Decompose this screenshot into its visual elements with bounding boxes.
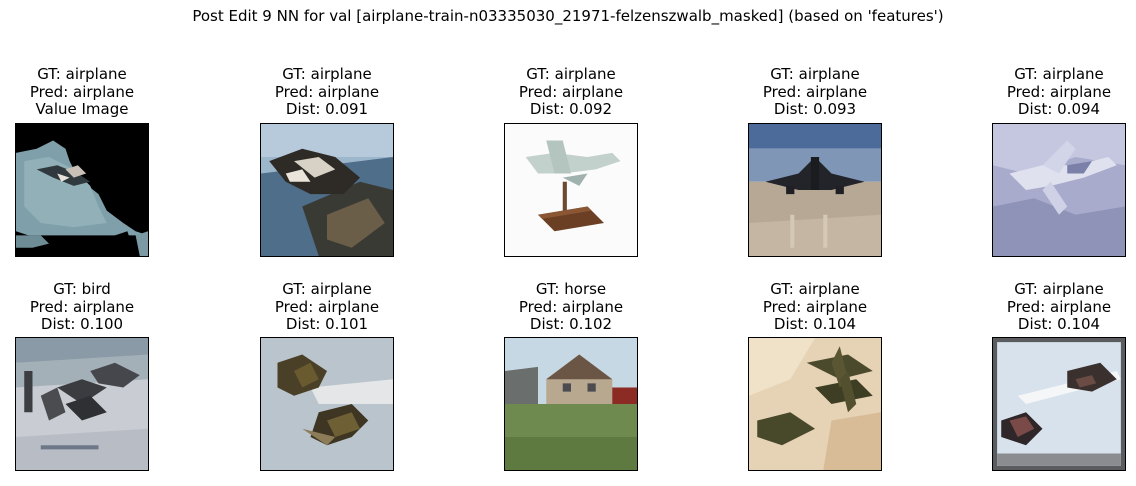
dist-label: Dist: 0.104 (1017, 315, 1101, 333)
dist-label: Dist: 0.100 (40, 315, 124, 333)
pred-label: Pred: airplane (762, 82, 868, 101)
gt-label: GT: horse (535, 280, 607, 298)
gt-label: GT: airplane (1014, 65, 1104, 83)
thumbnail-image (748, 123, 882, 257)
pred-label: Pred: airplane (518, 82, 624, 101)
pred-label: Pred: airplane (518, 297, 624, 316)
gt-label: GT: airplane (282, 65, 372, 83)
thumbnail-image (504, 337, 638, 471)
thumbnail-image (15, 123, 149, 257)
panel-title: GT: airplane Pred: airplane Value Image (0, 65, 182, 119)
pred-label: Pred: airplane (274, 82, 380, 101)
gt-label: GT: airplane (526, 65, 616, 83)
panel-title: GT: airplane Pred: airplane Dist: 0.091 (227, 65, 427, 119)
thumbnail-image (504, 123, 638, 257)
panel-title: GT: airplane Pred: airplane Dist: 0.092 (471, 65, 671, 119)
pred-label: Pred: airplane (274, 297, 380, 316)
panel-title: GT: bird Pred: airplane Dist: 0.100 (0, 280, 182, 334)
pred-label: Pred: airplane (762, 297, 868, 316)
panel-title: GT: airplane Pred: airplane Dist: 0.101 (227, 280, 427, 334)
thumbnail-image (15, 337, 149, 471)
pred-label: Pred: airplane (1006, 82, 1112, 101)
panel-title: GT: airplane Pred: airplane Dist: 0.094 (959, 65, 1136, 119)
dist-label: Dist: 0.101 (285, 315, 369, 333)
dist-label: Dist: 0.094 (1017, 100, 1101, 118)
panel-title: GT: horse Pred: airplane Dist: 0.102 (471, 280, 671, 334)
gt-label: GT: airplane (282, 280, 372, 298)
thumbnail-image (992, 337, 1126, 471)
dist-label: Dist: 0.092 (529, 100, 613, 118)
dist-label: Dist: 0.102 (529, 315, 613, 333)
thumbnail-image (992, 123, 1126, 257)
gt-label: GT: airplane (770, 65, 860, 83)
pred-label: Pred: airplane (1006, 297, 1112, 316)
panel-title: GT: airplane Pred: airplane Dist: 0.093 (715, 65, 915, 119)
gt-label: GT: airplane (37, 65, 127, 83)
gt-label: GT: airplane (770, 280, 860, 298)
gt-label: GT: airplane (1014, 280, 1104, 298)
thumbnail-image (260, 123, 394, 257)
value-image-label: Value Image (35, 100, 129, 118)
gt-label: GT: bird (53, 280, 111, 298)
thumbnail-image (748, 337, 882, 471)
thumbnail-image (260, 337, 394, 471)
dist-label: Dist: 0.091 (285, 100, 369, 118)
dist-label: Dist: 0.104 (773, 315, 857, 333)
pred-label: Pred: airplane (29, 82, 135, 101)
panel-title: GT: airplane Pred: airplane Dist: 0.104 (959, 280, 1136, 334)
dist-label: Dist: 0.093 (773, 100, 857, 118)
pred-label: Pred: airplane (29, 297, 135, 316)
figure-title: Post Edit 9 NN for val [airplane-train-n… (192, 7, 944, 25)
panel-title: GT: airplane Pred: airplane Dist: 0.104 (715, 280, 915, 334)
